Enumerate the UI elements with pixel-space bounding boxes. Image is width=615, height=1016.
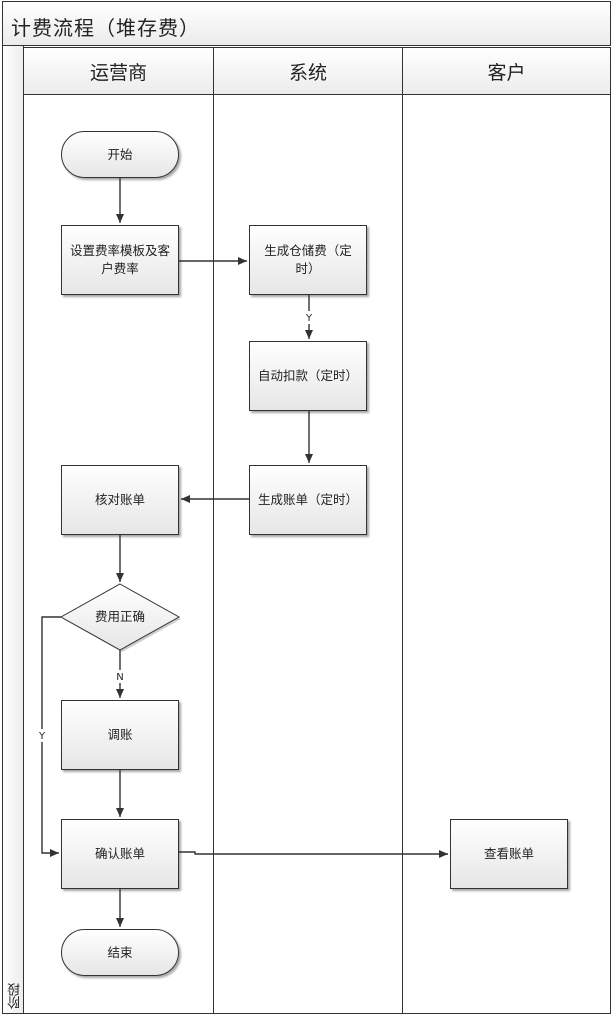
- stage-column: 阶段: [2, 46, 24, 1014]
- confirm-bill-node: 确认账单: [61, 819, 179, 889]
- lane-header-system: 系统: [214, 47, 403, 95]
- end-node: 结束: [61, 929, 179, 976]
- auto-deduct-node: 自动扣款（定时）: [249, 341, 367, 411]
- set-rates-node: 设置费率模板及客户费率: [61, 225, 179, 295]
- lane-header-customer: 客户: [403, 47, 611, 95]
- generate-storage-fee-node: 生成仓储费（定时）: [249, 225, 367, 295]
- view-bill-node: 查看账单: [450, 819, 568, 889]
- lane-customer: [403, 95, 611, 1014]
- diagram-title: 计费流程（堆存费）: [11, 16, 200, 40]
- adjust-bill-node: 调账: [61, 700, 179, 770]
- stage-label: 阶段: [8, 983, 23, 1009]
- check-bill-node: 核对账单: [61, 465, 179, 535]
- start-node: 开始: [61, 131, 179, 178]
- lane-operator: [24, 95, 214, 1014]
- lane-header-operator: 运营商: [24, 47, 214, 95]
- lane-system: [214, 95, 403, 1014]
- generate-bill-node: 生成账单（定时）: [249, 465, 367, 535]
- diagram-title-bar: 计费流程（堆存费）: [2, 1, 611, 46]
